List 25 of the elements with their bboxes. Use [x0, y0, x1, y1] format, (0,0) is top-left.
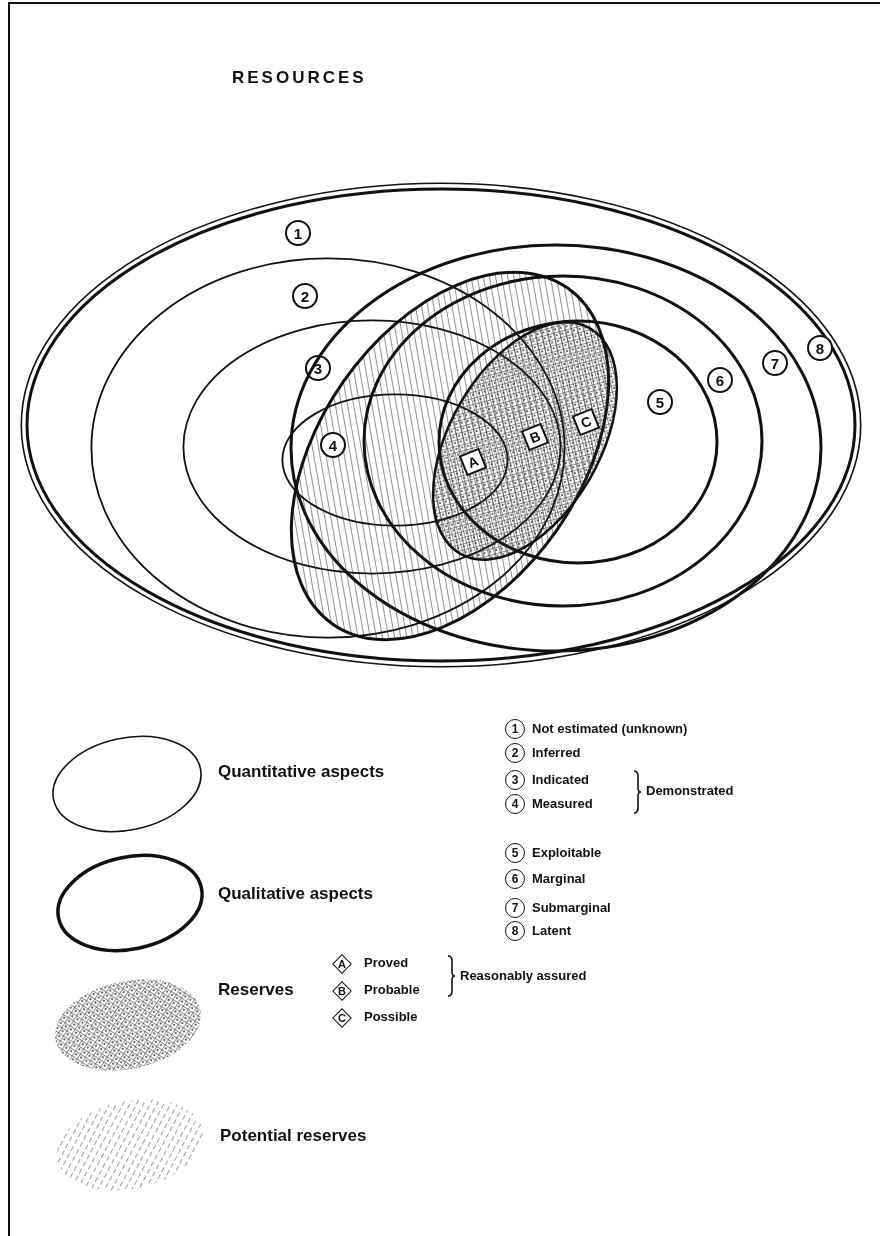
key-text: Reasonably assured [460, 968, 587, 983]
callout-number: 2 [292, 283, 318, 309]
key-text: Possible [364, 1009, 418, 1024]
callout-number: 5 [647, 389, 673, 415]
key-text: Not estimated (unknown) [532, 721, 688, 736]
key-text: Proved [364, 955, 409, 970]
callout-number: 8 [807, 335, 833, 361]
key-text: Inferred [532, 745, 581, 760]
callout-number: 1 [285, 220, 311, 246]
key-text: Probable [364, 982, 420, 997]
key-text: Marginal [532, 871, 586, 886]
key-text: Demonstrated [646, 783, 734, 798]
legend-text: Potential reserves [220, 1126, 367, 1146]
legend-text: Qualitative aspects [218, 884, 373, 904]
key-text: Exploitable [532, 845, 602, 860]
callout-number: 7 [762, 350, 788, 376]
key-text: Measured [532, 796, 593, 811]
cross-hatched-region [433, 322, 617, 560]
key-text: Submarginal [532, 900, 611, 915]
diagram-title: RESOURCES [232, 68, 367, 88]
key-text: Latent [532, 923, 571, 938]
legend-text: Quantitative aspects [218, 762, 385, 782]
key-text: Indicated [532, 772, 590, 787]
legend-text: Reserves [218, 980, 294, 1000]
callout-number: 6 [707, 367, 733, 393]
